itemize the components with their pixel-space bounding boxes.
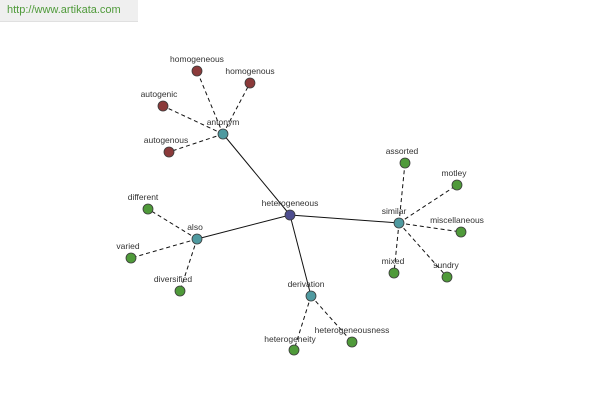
- edge-similar-assorted: [398, 162, 406, 224]
- node-label-similar[interactable]: similar: [382, 206, 407, 216]
- edge-also-diversified: [179, 238, 198, 292]
- edges-layer: [130, 70, 462, 351]
- node-label-sundry[interactable]: sundry: [433, 260, 459, 270]
- edge-antonym-homogenous: [222, 82, 251, 135]
- edge-similar-sundry: [398, 222, 448, 278]
- node-assorted[interactable]: [399, 157, 411, 169]
- node-antonym[interactable]: [217, 128, 229, 140]
- node-label-miscellaneous[interactable]: miscellaneous: [430, 215, 484, 225]
- labels-layer: heterogeneous antonym also similar derivatio…: [116, 54, 484, 344]
- edge-similar-mixed: [393, 222, 400, 274]
- node-label-heterogeneity[interactable]: heterogeneity: [264, 334, 316, 344]
- edge-antonym-autogenous: [168, 133, 224, 153]
- edge-derivation-heterogeneity: [293, 295, 312, 351]
- node-mixed[interactable]: [388, 267, 400, 279]
- edge-derivation-heterogeneousness: [310, 295, 353, 343]
- node-diversified[interactable]: [174, 285, 186, 297]
- node-sundry[interactable]: [441, 271, 453, 283]
- node-heterogeneity[interactable]: [288, 344, 300, 356]
- edge-heterogeneous-also: [196, 214, 291, 240]
- node-motley[interactable]: [451, 179, 463, 191]
- node-similar[interactable]: [393, 217, 405, 229]
- edge-heterogeneous-antonym: [222, 133, 291, 216]
- node-varied[interactable]: [125, 252, 137, 264]
- node-label-diversified[interactable]: diversified: [154, 274, 193, 284]
- node-autogenic[interactable]: [157, 100, 169, 112]
- node-label-heterogeneousness[interactable]: heterogeneousness: [315, 325, 390, 335]
- node-label-varied[interactable]: varied: [116, 241, 139, 251]
- edge-antonym-homogeneous: [196, 70, 224, 135]
- edge-heterogeneous-similar: [289, 214, 400, 224]
- edge-similar-miscellaneous: [398, 222, 462, 233]
- node-label-homogeneous[interactable]: homogeneous: [170, 54, 224, 64]
- node-also[interactable]: [191, 233, 203, 245]
- node-miscellaneous[interactable]: [455, 226, 467, 238]
- node-label-autogenic[interactable]: autogenic: [141, 89, 179, 99]
- source-url-link[interactable]: http://www.artikata.com: [7, 4, 121, 16]
- nodes-layer: [125, 65, 467, 356]
- node-label-mixed[interactable]: mixed: [382, 256, 405, 266]
- edge-similar-motley: [398, 184, 458, 224]
- node-different[interactable]: [142, 203, 154, 215]
- edge-also-varied: [130, 238, 198, 259]
- node-label-assorted[interactable]: assorted: [386, 146, 419, 156]
- edge-also-different: [147, 208, 198, 240]
- node-label-derivation[interactable]: derivation: [288, 279, 325, 289]
- node-label-motley[interactable]: motley: [441, 168, 467, 178]
- node-label-autogenous[interactable]: autogenous: [144, 135, 188, 145]
- source-url-banner: http://www.artikata.com: [0, 0, 138, 22]
- node-derivation[interactable]: [305, 290, 317, 302]
- node-label-antonym[interactable]: antonym: [207, 117, 240, 127]
- node-label-homogenous[interactable]: homogenous: [225, 66, 274, 76]
- node-heterogeneousness[interactable]: [346, 336, 358, 348]
- node-label-also[interactable]: also: [187, 222, 203, 232]
- node-label-heterogeneous[interactable]: heterogeneous: [262, 198, 319, 208]
- edge-heterogeneous-derivation: [289, 214, 312, 297]
- node-homogeneous[interactable]: [191, 65, 203, 77]
- node-heterogeneous[interactable]: [284, 209, 296, 221]
- node-autogenous[interactable]: [163, 146, 175, 158]
- node-label-different[interactable]: different: [128, 192, 159, 202]
- node-homogenous[interactable]: [244, 77, 256, 89]
